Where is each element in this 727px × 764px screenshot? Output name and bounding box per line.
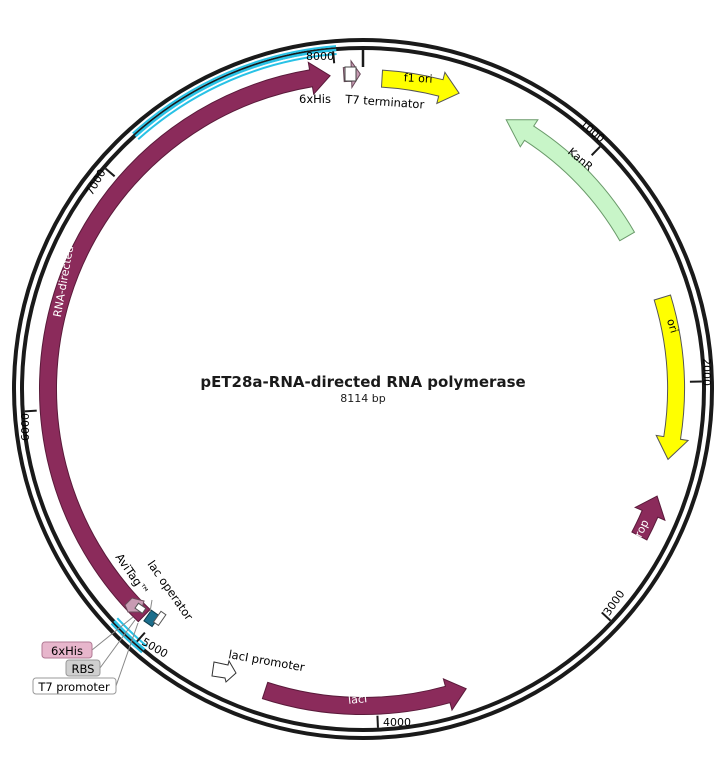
t7-terminator-label: T7 terminator [344, 92, 425, 112]
plasmid-name: pET28a-RNA-directed RNA polymerase [200, 373, 525, 391]
vector-region-top [132, 45, 337, 141]
vector-region-arc [113, 620, 146, 651]
tick-mark [590, 145, 601, 156]
avitag-feature[interactable] [134, 602, 147, 615]
vector-region-arc [132, 45, 337, 135]
f1-ori-label: f1 ori [404, 71, 433, 85]
laci-label: lacI [347, 692, 367, 707]
ori-label: ori [664, 317, 681, 334]
rbs-side-label: RBS [72, 662, 95, 676]
plasmid-length: 8114 bp [340, 392, 385, 405]
rbs-label-box [65, 659, 101, 677]
lac-operator-leader-line [149, 599, 153, 613]
tick-label-1000: 1000 [577, 117, 607, 145]
f1-ori-feature[interactable] [380, 69, 460, 105]
t7-promoter-leader-line [115, 622, 139, 687]
rop-feature[interactable] [631, 495, 666, 541]
t7-promoter-mark[interactable] [152, 610, 167, 627]
vector-region-arc [110, 622, 143, 654]
his-tag-label-box [41, 641, 93, 659]
tick-mark [136, 631, 146, 643]
his-tag-side-label: 6xHis [51, 644, 83, 658]
tick-mark [376, 715, 379, 728]
rbs-leader-line [99, 619, 136, 669]
tick-mark [104, 167, 116, 178]
tick-label-3000: 3000 [601, 588, 628, 618]
laci-promoter-label: lacI promoter [227, 647, 306, 674]
tick-mark [332, 51, 336, 64]
vector-region-bottom [110, 617, 148, 654]
tick-marks [24, 50, 702, 728]
tick-label-2000: 2000 [700, 358, 713, 386]
laci-feature[interactable] [261, 678, 467, 716]
his-tag-top-label: 6xHis [299, 92, 331, 106]
tick-label-6000: 6000 [19, 413, 32, 441]
tick-label-8000: 8000 [306, 50, 334, 63]
his-tag-leader-line [91, 616, 134, 651]
vector-region-arc [134, 48, 337, 138]
ori-feature[interactable] [653, 294, 690, 461]
backbone-inner-ring [20, 46, 706, 732]
kanr-feature[interactable] [505, 119, 636, 242]
tick-label-4000: 4000 [383, 716, 411, 729]
laci-promoter-feature[interactable] [211, 659, 237, 683]
t7-terminator-feature[interactable] [344, 66, 357, 82]
backbone-outer-ring [12, 38, 714, 740]
vector-region-arc [137, 53, 337, 141]
t7-promoter-label-box [32, 677, 117, 695]
t7-promoter-side-label: T7 promoter [37, 680, 110, 694]
vector-region-arc [116, 617, 148, 648]
tick-mark [24, 409, 37, 413]
rna-directed-feature[interactable] [39, 61, 331, 623]
tick-mark [601, 611, 612, 622]
